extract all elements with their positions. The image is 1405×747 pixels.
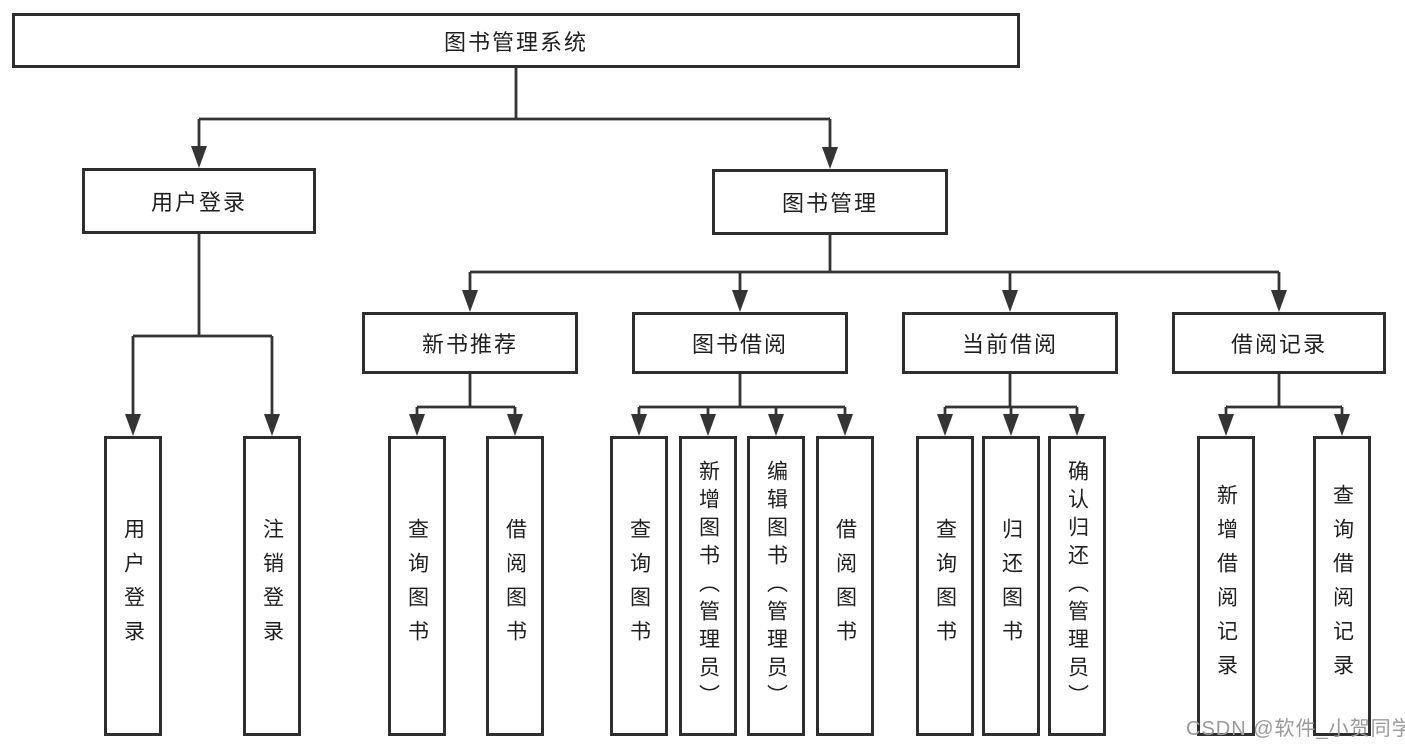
node-current-borrowing: 当前借阅 [902,312,1118,374]
leaf-confirm-return-admin: 确认归还（管理员） [1048,436,1106,736]
leaf-add-book-admin: 新增图书（管理员） [679,436,737,736]
leaf-label: 查询图书 [405,518,429,654]
node-user-login: 用户登录 [82,168,316,234]
node-book-management: 图书管理 [712,169,948,235]
node-new-book-recommendation: 新书推荐 [362,312,578,374]
node-borrowing-records: 借阅记录 [1172,312,1386,374]
leaf-label: 查询借阅记录 [1330,484,1354,688]
leaf-label: 新增借阅记录 [1214,484,1238,688]
leaf-label: 用户登录 [121,518,145,654]
leaf-query-books-current: 查询图书 [916,436,974,736]
leaf-label: 新增图书（管理员） [696,460,720,712]
leaf-label: 借阅图书 [503,518,527,654]
leaf-label: 查询图书 [933,518,957,654]
leaf-edit-book-admin: 编辑图书（管理员） [747,436,805,736]
leaf-label: 查询图书 [627,518,651,654]
leaf-add-borrow-record: 新增借阅记录 [1197,436,1255,736]
leaf-label: 确认归还（管理员） [1065,460,1089,712]
leaf-query-borrow-record: 查询借阅记录 [1313,436,1371,736]
leaf-borrow-books: 借阅图书 [816,436,874,736]
leaf-label: 注销登录 [260,518,284,654]
leaf-borrow-books-recommend: 借阅图书 [486,436,544,736]
node-book-borrowing: 图书借阅 [632,312,848,374]
leaf-label: 归还图书 [999,518,1023,654]
leaf-user-login: 用户登录 [104,436,162,736]
csdn-watermark: CSDN @软件_小贺同学 [1186,718,1405,740]
leaf-logout: 注销登录 [243,436,301,736]
leaf-label: 借阅图书 [833,518,857,654]
node-library-management-system: 图书管理系统 [12,13,1020,68]
leaf-query-books-borrow: 查询图书 [610,436,668,736]
leaf-return-book: 归还图书 [982,436,1040,736]
leaf-label: 编辑图书（管理员） [764,460,788,712]
leaf-query-books-recommend: 查询图书 [388,436,446,736]
